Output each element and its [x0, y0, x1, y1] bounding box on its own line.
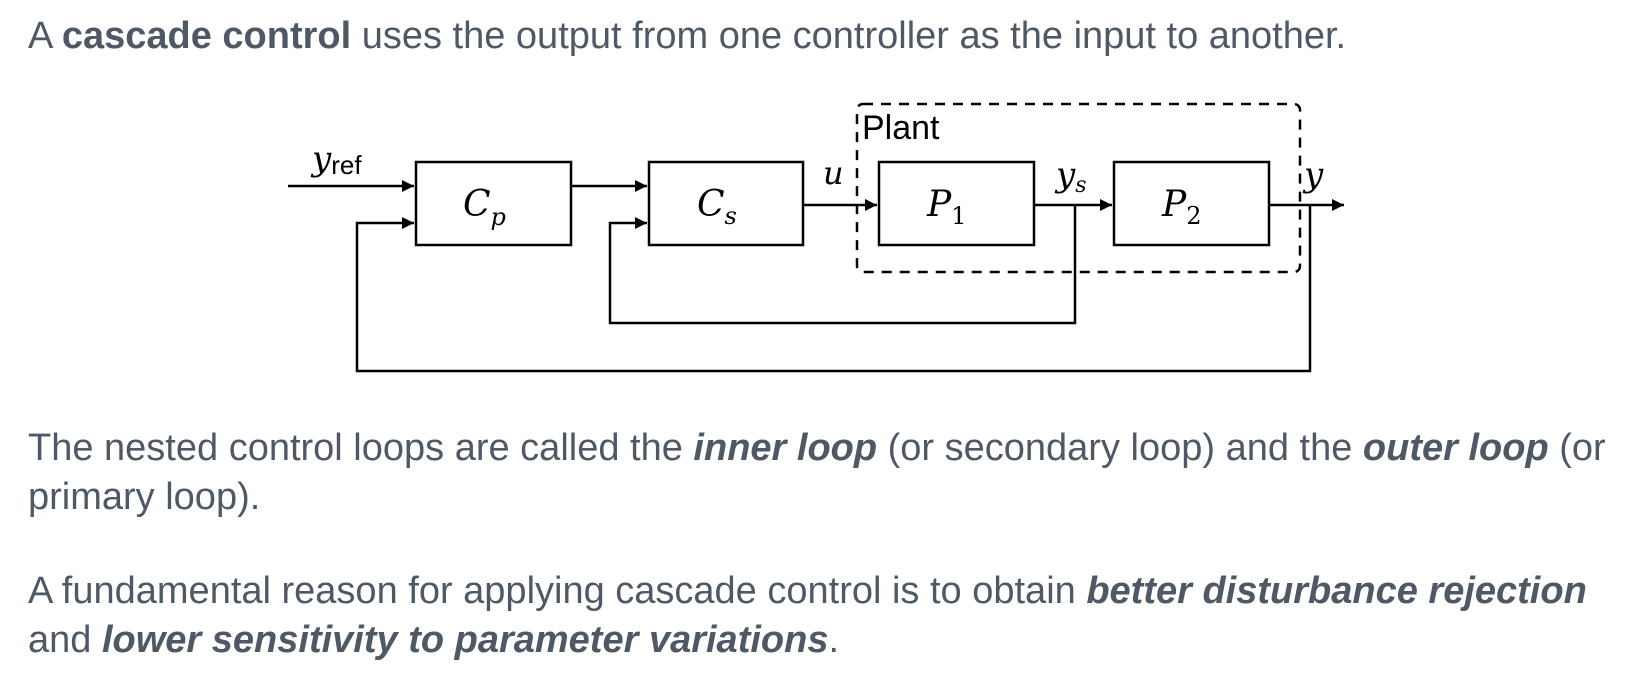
- reason-paragraph: A fundamental reason for applying cascad…: [28, 567, 1618, 665]
- block-cs-label: Cs: [697, 184, 737, 230]
- signal-y-label: y: [1302, 155, 1324, 195]
- signal-yref-label: yref: [310, 139, 362, 180]
- loops-emphasis-inner-loop: inner loop: [693, 427, 878, 469]
- block-cs: [647, 160, 805, 247]
- intro-emphasis-cascade-control: cascade control: [61, 15, 352, 57]
- reason-emphasis-sensitivity: lower sensitivity to parameter variation…: [101, 619, 829, 661]
- loops-paragraph: The nested control loops are called the …: [28, 424, 1618, 522]
- reason-emphasis-disturbance: better disturbance rejection: [1086, 570, 1587, 612]
- block-cp: [414, 160, 573, 247]
- outer-feedback-loop: [355, 205, 1312, 373]
- plant-label: Plant: [862, 109, 940, 147]
- intro-text-1: A: [28, 15, 62, 57]
- reason-text-1: A fundamental reason for applying cascad…: [28, 570, 1087, 612]
- block-p1: [877, 160, 1036, 247]
- loops-text-3: (or primary loop).: [28, 427, 1606, 518]
- signal-u-label: u: [823, 154, 844, 192]
- inner-feedback-loop: [608, 205, 1077, 325]
- reason-text-2: and: [28, 619, 102, 661]
- block-cp-label: Cp: [463, 184, 506, 231]
- intro-sentence: A cascade control uses the output from o…: [28, 12, 1618, 61]
- intro-text-2: uses the output from one controller as t…: [351, 15, 1347, 57]
- loops-text-1: The nested control loops are called the: [28, 427, 694, 469]
- plant-boundary: [855, 102, 1302, 274]
- block-p2-label: P2: [1161, 184, 1202, 230]
- signal-ys-label: ys: [1054, 155, 1087, 198]
- loops-emphasis-outer-loop: outer loop: [1362, 427, 1549, 469]
- reason-text-3: .: [828, 619, 840, 661]
- cascade-control-block-diagram: Plant Cp Cs P1 P2 yref u ys y: [288, 102, 1344, 373]
- block-p2: [1112, 160, 1271, 247]
- block-p1-label: P1: [926, 184, 967, 230]
- loops-text-2: (or secondary loop) and the: [877, 427, 1363, 469]
